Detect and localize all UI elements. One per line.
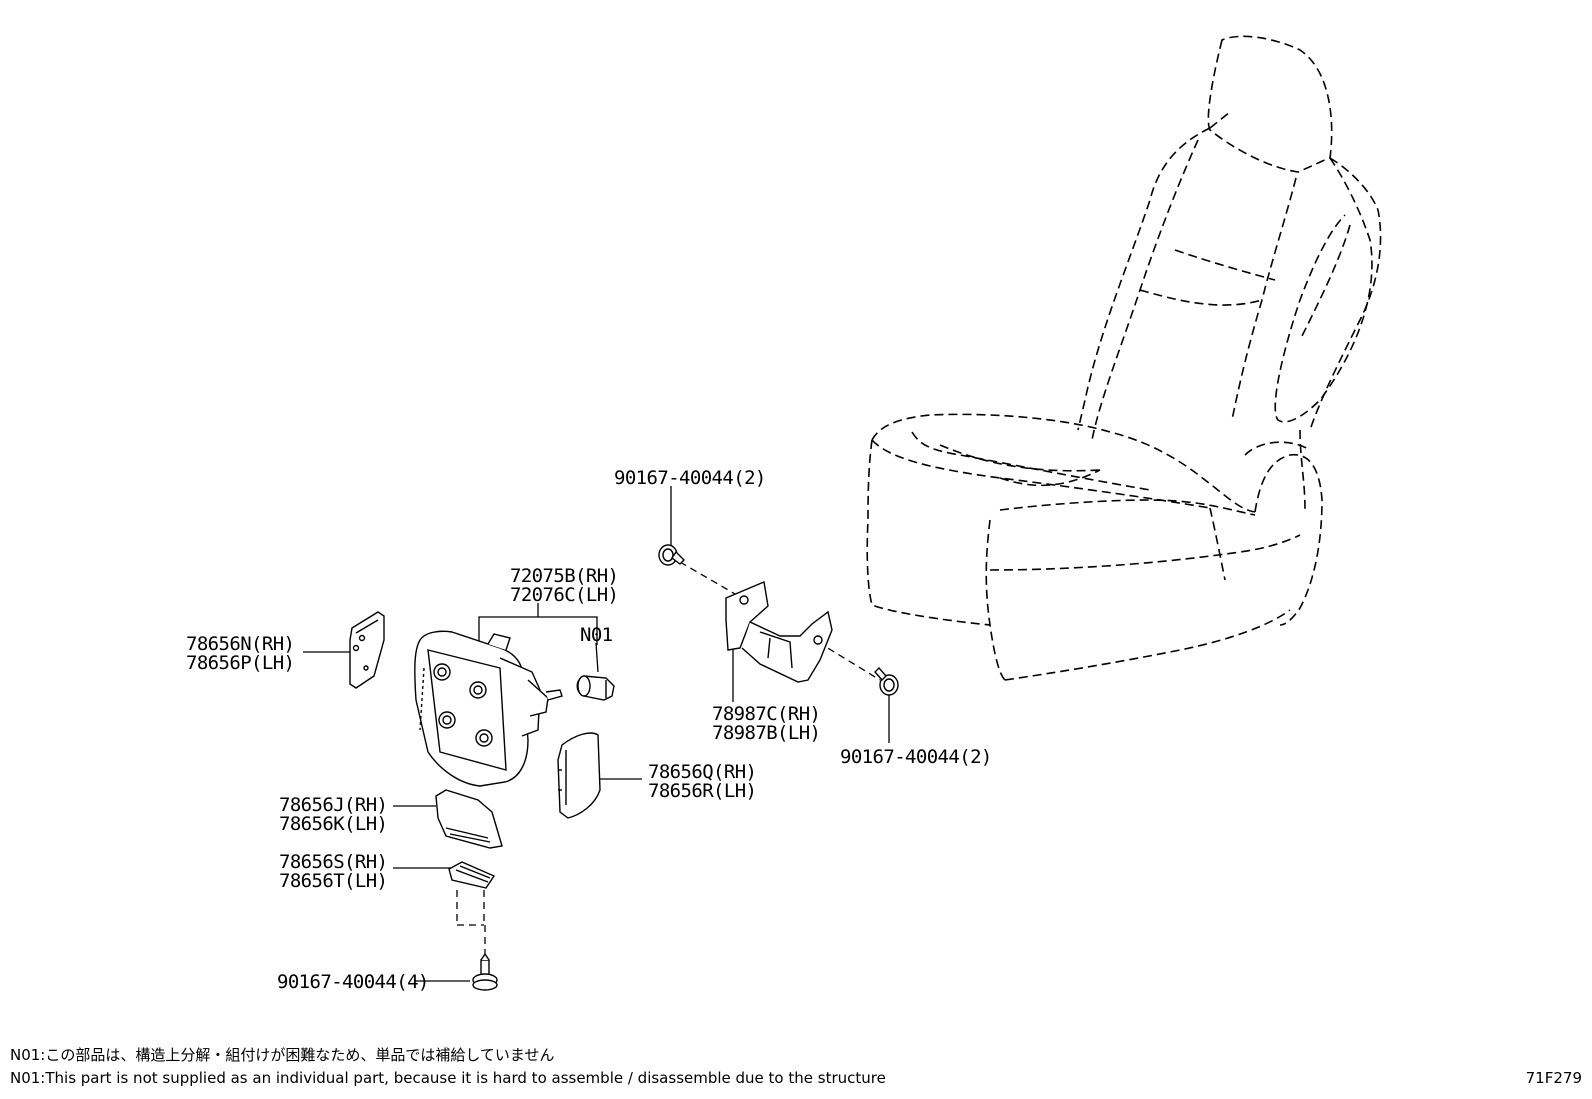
label-bracket-lh: 78987B(LH) [712,722,821,744]
bracket-part [726,582,832,682]
cover-j-k-part [436,790,502,848]
label-cover-n-rh: 78656N(RH) [186,633,295,655]
assembly-lines [457,562,880,960]
cover-s-t-part [449,862,494,888]
label-cover-s-rh: 78656S(RH) [279,851,388,873]
footnote-jp: N01:この部品は、構造上分解・組付けが困難なため、単品では補給していません [10,1046,555,1064]
label-cover-q-rh: 78656Q(RH) [648,761,757,783]
label-n01: N01 [580,624,613,646]
bolt-top-part [659,545,684,565]
label-bolt-top: 90167-40044(2) [614,467,766,489]
leader-lines [303,486,889,981]
seat-outline [867,36,1380,680]
label-cover-p-lh: 78656P(LH) [186,652,295,674]
label-bracket-rh: 78987C(RH) [712,703,821,725]
hinge-part [415,631,562,786]
n01-part [577,676,614,700]
label-cover-r-lh: 78656R(LH) [648,780,757,802]
label-hinge-lh: 72076C(LH) [510,584,619,606]
label-cover-t-lh: 78656T(LH) [279,870,388,892]
bolt-right-part [875,668,898,695]
label-bolt-bottom: 90167-40044(4) [277,971,429,993]
label-cover-k-lh: 78656K(LH) [279,813,388,835]
cover-n-p-part [350,612,384,688]
cover-q-r-part [558,733,600,818]
label-hinge-rh: 72075B(RH) [510,565,619,587]
footnote-en: N01:This part is not supplied as an indi… [10,1069,886,1087]
label-cover-j-rh: 78656J(RH) [279,794,388,816]
bolt-bottom-part [473,954,497,990]
figure-code: 71F279 [1525,1069,1582,1087]
label-bolt-right: 90167-40044(2) [840,746,992,768]
